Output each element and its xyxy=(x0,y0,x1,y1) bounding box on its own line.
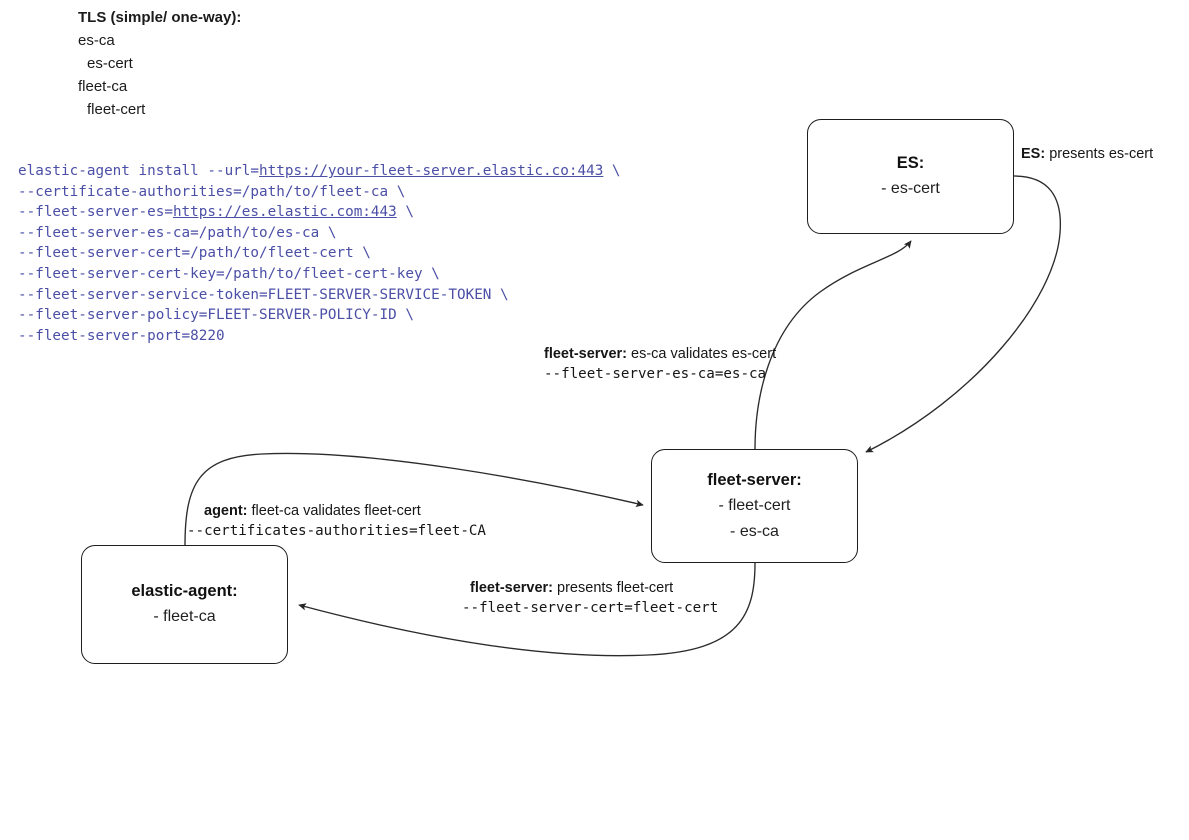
node-es-title: ES: xyxy=(896,154,925,172)
legend-entry-list: es-ca es-cert fleet-ca fleet-cert xyxy=(78,29,241,121)
command-line-5: --fleet-server-cert-key=/path/to/fleet-c… xyxy=(18,264,621,285)
command-text-0-0: elastic-agent install --url= xyxy=(18,163,260,179)
command-text-8-0: --fleet-server-port=8220 xyxy=(18,327,225,344)
command-text-1-0: --certificate-authorities=/path/to/fleet… xyxy=(18,183,406,200)
node-es-line-0: - es-cert xyxy=(881,180,940,197)
command-text-3-0: --fleet-server-es-ca=/path/to/es-ca \ xyxy=(18,224,337,241)
edge-label-agent-validates-text: agent: fleet-ca validates fleet-cert xyxy=(204,501,486,521)
node-elastic-agent-line-0: - fleet-ca xyxy=(153,608,216,625)
node-fleet-server-line-0: - fleet-cert xyxy=(718,496,791,514)
command-line-1: --certificate-authorities=/path/to/fleet… xyxy=(18,182,621,203)
edge-label-fleet-presents-text: fleet-server: presents fleet-cert xyxy=(470,578,718,598)
command-text-4-0: --fleet-server-cert=/path/to/fleet-cert … xyxy=(18,245,371,262)
node-elastic-agent[interactable]: elastic-agent: - fleet-ca xyxy=(81,545,288,664)
command-line-8: --fleet-server-port=8220 xyxy=(18,326,621,347)
command-text-5-0: --fleet-server-cert-key=/path/to/fleet-c… xyxy=(18,265,440,282)
legend-entry-2: fleet-ca xyxy=(78,78,128,95)
edge-label-fleet-presents: fleet-server: presents fleet-cert --flee… xyxy=(462,578,718,619)
command-text-0-2: \ xyxy=(603,163,621,179)
edge-fleet-server-to-es xyxy=(754,240,912,450)
legend-title: TLS (simple/ one-way): xyxy=(78,9,242,26)
command-text-2-0: --fleet-server-es= xyxy=(18,204,173,221)
install-command-block: elastic-agent install --url=https://your… xyxy=(18,161,621,346)
edge-label-fleet-validates-flag: --fleet-server-es-ca=es-ca xyxy=(544,366,767,382)
edge-label-es-presents: ES: presents es-cert xyxy=(1021,144,1153,164)
node-elastic-agent-title: elastic-agent: xyxy=(131,582,238,600)
node-fleet-server-line-1: - es-ca xyxy=(730,522,779,540)
command-link-2-1[interactable]: https://es.elastic.com:443 xyxy=(172,204,397,221)
edge-label-fleet-presents-actor: fleet-server: xyxy=(470,580,554,596)
edge-label-agent-validates-body: fleet-ca validates fleet-cert xyxy=(247,503,421,519)
edge-label-es-presents-actor: ES: xyxy=(1021,146,1046,162)
command-line-3: --fleet-server-es-ca=/path/to/es-ca \ xyxy=(18,223,621,244)
edge-label-fleet-validates-actor: fleet-server: xyxy=(544,346,628,362)
edge-label-agent-validates: agent: fleet-ca validates fleet-cert --c… xyxy=(187,501,486,542)
legend-entry-0: es-ca xyxy=(78,32,115,49)
tls-legend: TLS (simple/ one-way): es-ca es-cert fleet… xyxy=(78,6,241,121)
edge-label-agent-validates-flag: --certificates-authorities=fleet-CA xyxy=(187,523,486,539)
edge-label-fleet-validates-text: fleet-server: es-ca validates es-cert xyxy=(544,344,776,364)
node-fleet-server[interactable]: fleet-server: - fleet-cert - es-ca xyxy=(651,449,858,563)
command-line-2: --fleet-server-es=https://es.elastic.com… xyxy=(18,202,621,223)
command-line-6: --fleet-server-service-token=FLEET-SERVE… xyxy=(18,285,621,306)
edge-label-es-presents-text: ES: presents es-cert xyxy=(1021,144,1153,164)
command-link-0-1[interactable]: https://your-fleet-server.elastic.co:443 xyxy=(259,163,604,179)
node-es[interactable]: ES: - es-cert xyxy=(807,119,1014,234)
command-text-2-2: \ xyxy=(396,204,414,221)
command-text-6-0: --fleet-server-service-token=FLEET-SERVE… xyxy=(18,286,509,303)
edge-label-fleet-validates-body: es-ca validates es-cert xyxy=(627,346,777,362)
command-line-0: elastic-agent install --url=https://your… xyxy=(18,161,621,182)
command-line-4: --fleet-server-cert=/path/to/fleet-cert … xyxy=(18,243,621,264)
command-line-7: --fleet-server-policy=FLEET-SERVER-POLIC… xyxy=(18,305,621,326)
command-text-7-0: --fleet-server-policy=FLEET-SERVER-POLIC… xyxy=(18,307,414,324)
edge-label-es-presents-body: presents es-cert xyxy=(1045,146,1154,162)
node-fleet-server-title: fleet-server: xyxy=(707,470,802,489)
legend-entry-3: fleet-cert xyxy=(87,101,146,118)
edge-label-fleet-presents-body: presents fleet-cert xyxy=(553,580,674,596)
edge-label-fleet-presents-flag: --fleet-server-cert=fleet-cert xyxy=(462,600,719,616)
edge-label-agent-validates-actor: agent: xyxy=(204,503,248,519)
legend-entry-1: es-cert xyxy=(87,55,133,72)
edge-label-fleet-validates: fleet-server: es-ca validates es-cert --… xyxy=(544,344,776,385)
